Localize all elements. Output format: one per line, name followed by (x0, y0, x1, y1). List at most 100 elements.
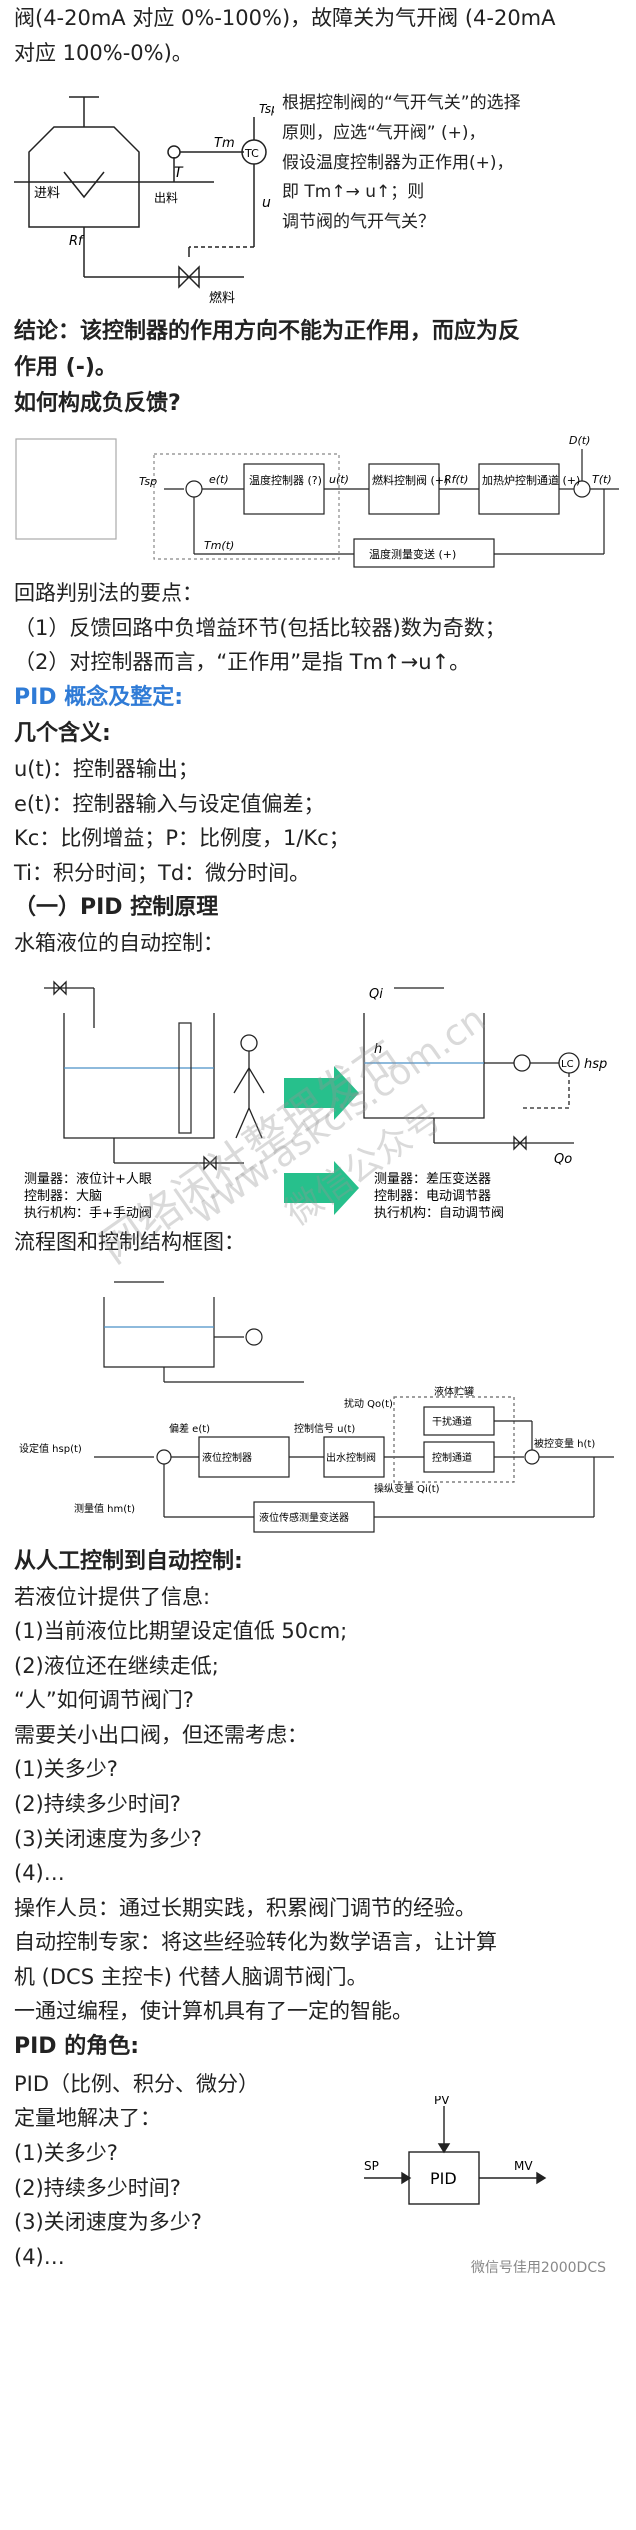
mv-label: MV (514, 2159, 533, 2173)
label-qo: Qo (554, 1152, 572, 1167)
water-title: 水箱液位的自动控制： (14, 931, 224, 956)
loop-rule-title: 回路判别法的要点： (14, 581, 203, 606)
manual-line: (1)当前液位比期望设定值低 50cm; (14, 1619, 348, 1644)
manual-line: (2)持续多少时间? (14, 1791, 181, 1816)
signal-ut: u(t) (329, 473, 349, 486)
block-temp-transmitter: 温度测量变送 (+) (369, 547, 456, 561)
loop-rule-item-1: （1）反馈回路中负增益环节(包括比较器)数为奇数； (14, 615, 506, 640)
block-level-transmitter: 液位传感测量变送器 (259, 1511, 349, 1524)
left-line-2: 控制器：大脑 (24, 1189, 102, 1204)
block-fuel-valve: 燃料控制阀 (+) (372, 473, 448, 487)
block-outlet-valve: 出水控制阀 (326, 1451, 376, 1464)
flow-title: 流程图和控制结构框图： (14, 1230, 245, 1255)
explanation-line: 调节阀的气开气关？ (282, 212, 435, 233)
meaning-item: u(t)：控制器输出； (14, 757, 199, 782)
label-h: h (374, 1042, 382, 1057)
pid-role-title: PID 的角色: (14, 2033, 140, 2059)
manual-line: 若液位计提供了信息: (14, 1584, 211, 1609)
intro-line-1: 阀(4-20mA 对应 0%-100%)，故障关为气开阀 (4-20mA (14, 6, 556, 30)
label-control-signal: 控制信号 u(t) (294, 1422, 355, 1435)
conclusion-line-2: 作用 (-)。 (14, 355, 117, 381)
block-control-channel: 控制通道 (432, 1451, 472, 1464)
signal-et: e(t) (209, 473, 229, 486)
tc-label: TC (244, 147, 259, 160)
meanings-title: 几个含义: (14, 721, 111, 747)
explanation-line: 即 Tm↑→ u↑；则 (282, 182, 425, 203)
block-level-controller: 液位控制器 (202, 1451, 252, 1464)
u-label: u (262, 195, 271, 211)
loop-rule-item-2: （2）对控制器而言，“正作用”是指 Tm↑→u↑。 (14, 650, 471, 675)
sp-label: SP (364, 2159, 379, 2173)
footer-watermark: 微信号佳用2000DCS (470, 2260, 606, 2277)
label-disturbance: 扰动 Qo(t) (344, 1397, 393, 1410)
signal-tsp: Tsp (139, 475, 157, 488)
manual-line: (3)关闭速度为多少? (14, 1826, 202, 1851)
label-measured: 测量值 hm(t) (74, 1502, 135, 1515)
pid-role-line: 定量地解决了： (14, 2106, 161, 2131)
water-level-control-diagram: Qi Qo h hsp LC 测量器：液位计+人眼 控制器：大脑 执行机构：手+… (14, 968, 622, 1273)
explanation-line: 原则，应选“气开阀” (+)， (282, 122, 486, 143)
manual-line: (1)关多少? (14, 1757, 118, 1782)
manual-line: 需要关小出口阀，但还需考虑： (14, 1722, 308, 1747)
feedback-heading: 如何构成负反馈? (14, 391, 181, 417)
rf-label: Rf (69, 234, 85, 249)
fuel-label: 燃料 (209, 290, 235, 306)
pid-role-line: (3)关闭速度为多少? (14, 2210, 202, 2235)
block-disturbance-channel: 干扰通道 (432, 1415, 472, 1428)
left-line-1: 测量器：液位计+人眼 (24, 1172, 152, 1187)
tsp-label: Tsp (259, 102, 274, 116)
meaning-item: Ti：积分时间；Td：微分时间。 (14, 860, 311, 885)
right-line-1: 测量器：差压变送器 (374, 1171, 491, 1187)
label-tank: 液体贮罐 (434, 1385, 474, 1398)
tm-label: Tm (214, 136, 235, 151)
block-temp-controller: 温度控制器 (?) (249, 473, 322, 487)
conclusion-line-1: 结论：该控制器的作用方向不能为正作用，而应为反 (14, 319, 521, 345)
pid-role-line: PID（比例、积分、微分） (14, 2071, 260, 2096)
manual-line: 自动控制专家：将这些经验转化为数学语言，让计算 (14, 1930, 497, 1955)
level-loop-block-diagram: 液位控制器 出水控制阀 控制通道 干扰通道 液位传感测量变送器 设定值 hsp(… (14, 1267, 622, 1537)
section-1-heading: （一）PID 控制原理 (14, 895, 219, 921)
label-hsp: hsp (584, 1057, 607, 1072)
manual-line: 一通过编程，使计算机具有了一定的智能。 (14, 1999, 413, 2024)
label-error: 偏差 e(t) (169, 1422, 210, 1435)
arrow-icon (284, 1066, 359, 1121)
right-line-3: 执行机构：自动调节阀 (374, 1206, 504, 1218)
signal-tmt: Tm(t) (204, 539, 234, 552)
label-qi: Qi (369, 987, 383, 1002)
label-controlled: 被控变量 h(t) (534, 1437, 595, 1450)
signal-rft: Rf(t) (444, 473, 468, 486)
pid-role-section: PID（比例、积分、微分） 定量地解决了： (1)关多少? (2)持续多少时间?… (14, 2066, 622, 2286)
meaning-item: Kc：比例增益；P：比例度，1/Kc； (14, 826, 350, 851)
pv-label: PV (434, 2096, 450, 2107)
feed-label: 进料 (34, 186, 60, 201)
furnace-schematic: 进料 出料 燃料 Tm Tsp T TC u Rf (14, 96, 274, 306)
signal-dt: D(t) (569, 434, 590, 447)
pid-role-line: (2)持续多少时间? (14, 2175, 181, 2200)
explanation-line: 根据控制阀的“气开气关”的选择 (282, 93, 521, 114)
article: 阀(4-20mA 对应 0%-100%)，故障关为气开阀 (4-20mA 对应 … (0, 2, 636, 2304)
pid-block-label: PID (430, 2169, 457, 2188)
manual-title: 从人工控制到自动控制: (14, 1548, 243, 1574)
right-line-2: 控制器：电动调节器 (374, 1189, 491, 1204)
manual-line: 操作人员：通过长期实践，积累阀门调节的经验。 (14, 1895, 476, 1920)
temperature-loop-block-diagram: 温度控制器 (?) 燃料控制阀 (+) 加热炉控制通道 (+) 温度测量变送 (… (14, 429, 622, 569)
block-furnace: 加热炉控制通道 (+) (482, 473, 580, 487)
label-setpoint: 设定值 hsp(t) (19, 1442, 82, 1455)
signal-tt: T(t) (592, 473, 612, 486)
furnace-explanation: 根据控制阀的“气开气关”的选择 原则，应选“气开阀” (+)， 假设温度控制器为… (282, 89, 622, 238)
manual-line: “人”如何调节阀门? (14, 1688, 194, 1713)
t-label: T (174, 165, 184, 181)
label-manipulated: 操纵变量 Qi(t) (374, 1482, 440, 1495)
furnace-body (28, 126, 140, 228)
pid-role-line: (1)关多少? (14, 2140, 118, 2165)
manual-line: (2)液位还在继续走低; (14, 1653, 219, 1678)
intro-line-2: 对应 100%-0%)。 (14, 40, 193, 65)
left-line-3: 执行机构：手+手动阀 (24, 1206, 152, 1218)
manual-line: (4)… (14, 1861, 65, 1886)
explanation-line: 假设温度控制器为正作用(+)， (282, 152, 514, 173)
pid-heading: PID 概念及整定: (14, 685, 184, 711)
furnace-control-diagram: 进料 出料 燃料 Tm Tsp T TC u Rf 根据控制阀的“气开气关”的选… (14, 77, 622, 307)
manual-line: 机 (DCS 主控卡) 代替人脑调节阀门。 (14, 1964, 368, 1989)
out-label: 出料 (154, 191, 178, 205)
label-lc: LC (561, 1059, 574, 1070)
